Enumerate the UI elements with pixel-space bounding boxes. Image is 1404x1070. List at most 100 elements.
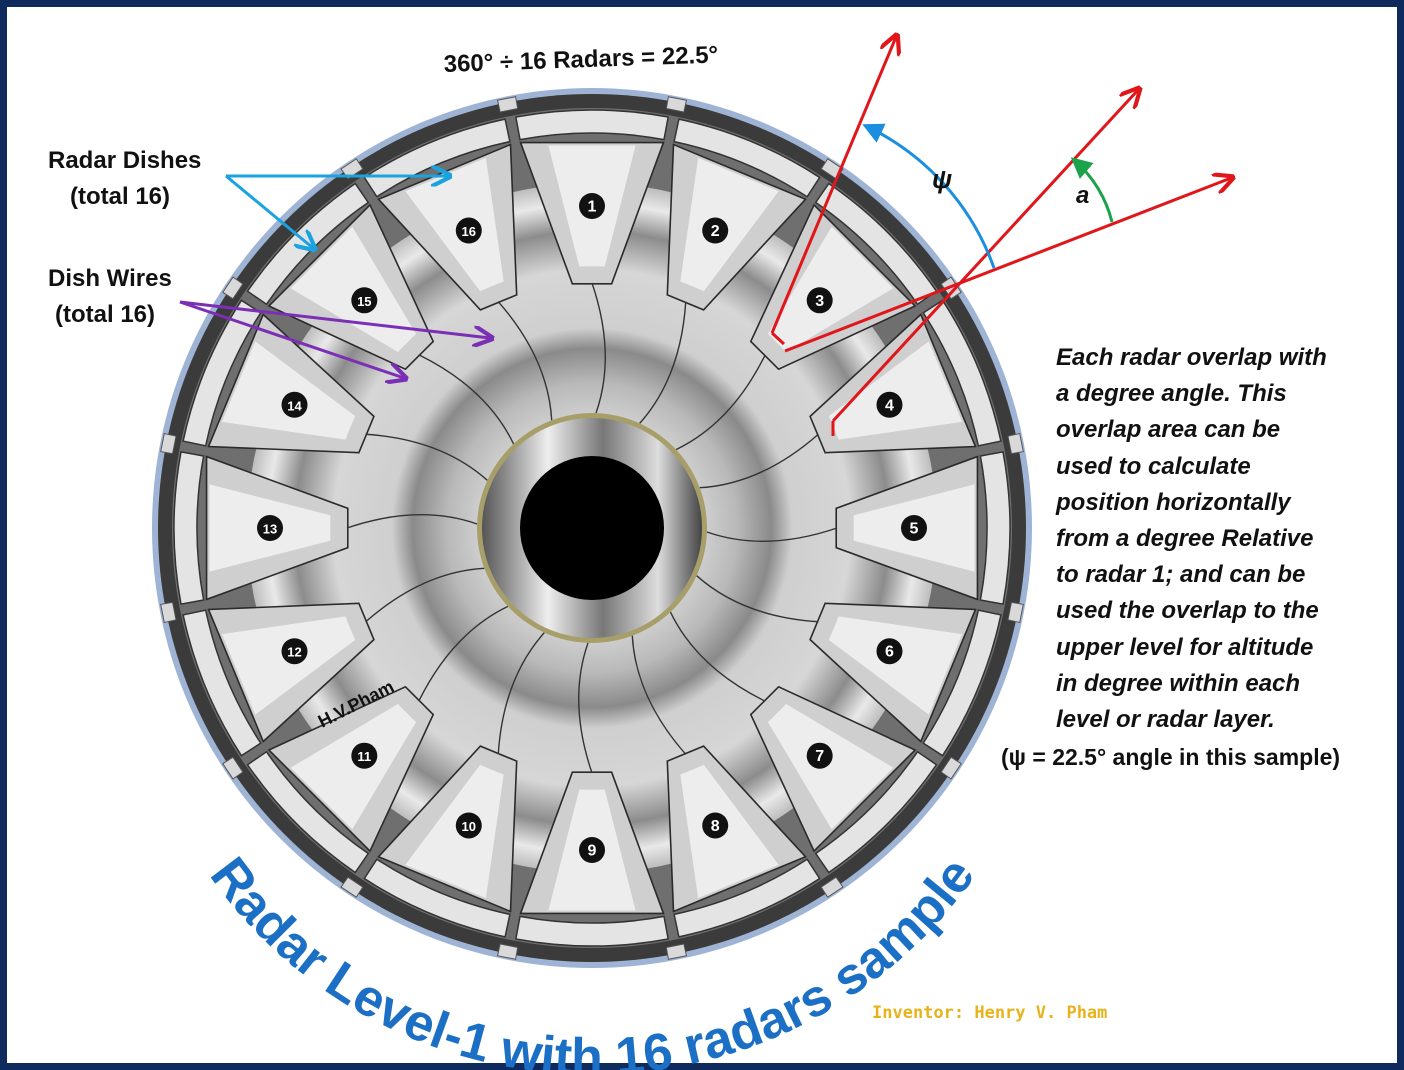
rim-cap xyxy=(160,601,177,624)
radar-number-badge xyxy=(806,742,833,769)
dish-wire xyxy=(578,642,593,774)
radar-dishes xyxy=(173,109,1011,947)
rim-cap xyxy=(1007,432,1024,455)
dish-wires-arrow-2 xyxy=(179,300,404,378)
radar-dish-highlight xyxy=(680,764,779,899)
rim-cap xyxy=(665,943,688,960)
dish-rim-segment xyxy=(182,609,262,757)
radar-number-badge xyxy=(702,217,729,244)
radar-dish-highlight xyxy=(767,226,894,353)
radar-number: 9 xyxy=(588,843,597,860)
radar-number-badge xyxy=(579,837,605,863)
radar-number: 1 xyxy=(588,199,597,216)
rim-cap xyxy=(665,96,688,113)
radar-dish-highlight xyxy=(405,157,504,292)
dish-wire xyxy=(699,433,819,489)
radar-number: 8 xyxy=(711,818,720,835)
radar-number-badge xyxy=(876,638,903,665)
dish-wire xyxy=(639,301,687,424)
radar-beams xyxy=(770,37,1231,436)
dish-rim-segment xyxy=(514,109,670,141)
radar-number-badge xyxy=(281,391,308,418)
radar-number: 10 xyxy=(462,819,476,834)
dish-rim-segment xyxy=(979,450,1011,606)
description-line: to radar 1; and can be xyxy=(1056,561,1306,589)
dish-wire xyxy=(669,611,766,702)
radar-number: 13 xyxy=(263,522,277,537)
hub-hole xyxy=(520,456,664,600)
beam-3-left xyxy=(770,37,896,334)
radar-number-badge xyxy=(455,217,482,244)
radar-number: 6 xyxy=(885,644,894,661)
radar-dish-highlight xyxy=(290,226,417,353)
radar-number-badge xyxy=(455,812,482,839)
radar-dish-highlight xyxy=(767,703,894,830)
radar-dishes-label: Radar Dishes xyxy=(48,147,201,174)
radar-number: 14 xyxy=(287,398,302,413)
dish-rim-segment xyxy=(673,118,821,198)
dish-wires-label: Dish Wires xyxy=(48,265,172,292)
radar-number: 12 xyxy=(287,645,301,660)
radar-number-badge xyxy=(806,287,833,314)
dish-wires-arrow-1 xyxy=(179,300,490,338)
dish-rim-segment xyxy=(673,858,821,938)
dish-wire xyxy=(418,605,509,702)
dish-rim-segment xyxy=(514,915,670,947)
dish-rim-segment xyxy=(246,750,370,874)
dish-wire xyxy=(418,354,515,445)
dish-wire xyxy=(365,567,485,623)
radar-number: 11 xyxy=(357,749,371,764)
dish-wire xyxy=(497,632,545,755)
beam-3-right xyxy=(784,178,1231,353)
description-line: a degree angle. This xyxy=(1056,380,1287,408)
description-line: level or radar layer. xyxy=(1056,706,1275,734)
psi-symbol: ψ xyxy=(932,164,952,194)
radar-number: 5 xyxy=(910,521,919,538)
radar-dish-highlight xyxy=(828,341,963,440)
radar-number-badge xyxy=(257,515,283,541)
dish-rim-segment xyxy=(173,450,205,606)
description-line: in degree within each xyxy=(1056,669,1301,697)
rim-cap xyxy=(940,756,962,780)
radar-number: 2 xyxy=(711,223,720,240)
radar-number: 15 xyxy=(357,294,371,309)
radar-dishes-arrow-2 xyxy=(225,174,313,248)
dish-wire xyxy=(696,575,819,623)
beam-4-left xyxy=(831,90,1138,423)
rim-caps xyxy=(160,96,1024,960)
dish-wire xyxy=(631,635,687,755)
rim-cap xyxy=(1007,601,1024,624)
dish-wire xyxy=(346,514,478,529)
dish-rim-segment xyxy=(814,750,938,874)
dish-wire xyxy=(706,527,838,542)
radar-number-badge xyxy=(901,515,927,541)
radar-dish-highlight xyxy=(290,703,417,830)
dish-rim-segment xyxy=(363,858,511,938)
radar-number-badge xyxy=(351,742,378,769)
radar-number: 16 xyxy=(462,224,476,239)
radar-number: 7 xyxy=(815,748,824,765)
dish-rim-segment xyxy=(922,299,1002,447)
beam-3-tip xyxy=(770,331,786,346)
description-line: Each radar overlap with xyxy=(1056,344,1327,371)
radar-number: 4 xyxy=(885,397,894,414)
radar-number-badge xyxy=(281,638,308,665)
radar-dishes-total: (total 16) xyxy=(70,183,170,210)
psi-note: (ψ = 22.5° angle in this sample) xyxy=(1001,744,1341,770)
radar-dish-highlight xyxy=(221,341,356,440)
rim-cap xyxy=(222,756,244,780)
dish-wire xyxy=(591,282,606,414)
description-line: upper level for altitude xyxy=(1056,633,1314,661)
description-line: overlap area can be xyxy=(1056,416,1281,444)
radar-dish-highlight xyxy=(828,616,963,715)
radar-dish-highlight xyxy=(221,616,356,715)
radar-number-badge xyxy=(702,812,729,839)
header-formula: 360° ÷ 16 Radars = 22.5° xyxy=(443,41,718,78)
rim-cap xyxy=(496,943,519,960)
rim-cap xyxy=(340,876,364,898)
radar-dish-highlight xyxy=(405,764,504,899)
description-block: Each radar overlap with a degree angle. … xyxy=(1056,340,1376,738)
dish-wire xyxy=(675,354,766,451)
alpha-angle-arc xyxy=(1070,157,1114,223)
